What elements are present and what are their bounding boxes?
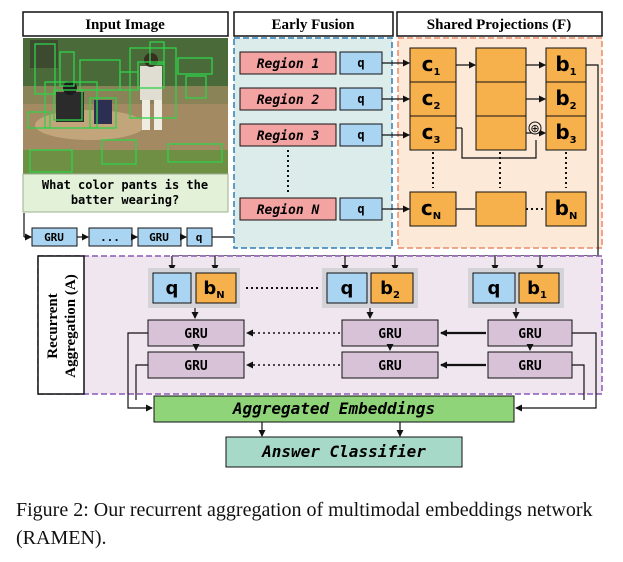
agg-b1-b-label: b1 — [527, 278, 547, 301]
early-fusion-title: Early Fusion — [272, 17, 356, 33]
agg-b2-q-label: q — [341, 278, 354, 299]
agg-b1-q-label: q — [488, 278, 501, 299]
region-proposal-boxes — [27, 41, 223, 173]
region-3-q-label: q — [357, 128, 364, 142]
aggregation-input-b2: q b2 — [322, 268, 418, 308]
recurrent-title-box — [37, 255, 85, 395]
gru-2-2-label: GRU — [378, 359, 402, 374]
input-to-gru-arrows — [191, 308, 520, 319]
input-image-title-box — [22, 11, 229, 37]
region-1-label: Region 1 — [257, 57, 320, 72]
input-image — [23, 38, 228, 174]
aggregated-embeddings-label: Aggregated Embeddings — [232, 399, 435, 418]
projection-b-column: b1 b2 b3 bN — [545, 47, 587, 227]
question-encoder: GRU ... GRU q — [23, 213, 362, 247]
embeddings-to-classifier-arrows — [258, 422, 404, 437]
fusion-row-n: Region N q — [239, 197, 383, 221]
ramen-architecture-diagram: Input Image Early Fusion Shared Projecti… — [22, 11, 603, 468]
aggregation-input-b1: q b1 — [468, 268, 564, 308]
fusion-row-1: Region 1 q — [239, 51, 383, 75]
gru-1-2-label: GRU — [378, 327, 402, 342]
gru-recurrent-arrows — [192, 329, 534, 369]
encoder-gru-1-label: GRU — [44, 231, 64, 244]
region-3-label: Region 3 — [257, 129, 320, 144]
aggregation-input-bn: q bN — [148, 268, 240, 308]
c2-label: c2 — [422, 86, 441, 112]
gru-output-arrows — [127, 332, 597, 412]
gru-layer-1: GRU GRU GRU — [147, 319, 573, 347]
answer-classifier-label: Answer Classifier — [261, 442, 426, 461]
gru-1-1-label: GRU — [184, 327, 208, 342]
projection-c-column: c1 c2 c3 cN — [409, 47, 457, 227]
encoder-ellipsis-label: ... — [100, 231, 120, 244]
region-n-label: Region N — [257, 203, 320, 218]
region-1-q-label: q — [357, 56, 364, 70]
fusion-to-projection-arrows — [382, 59, 410, 213]
agg-bn-b-label: bN — [203, 278, 224, 301]
question-line-2: batter wearing? — [71, 193, 179, 207]
question-line-1: What color pants is the — [42, 178, 208, 192]
cn-label: cN — [421, 196, 441, 222]
encoder-gru-2-label: GRU — [149, 231, 169, 244]
b3-label: b3 — [555, 120, 576, 146]
bn-label: bN — [555, 196, 578, 222]
figure-caption: Figure 2: Our recurrent aggregation of m… — [16, 499, 593, 549]
b1-label: b1 — [555, 52, 576, 78]
c1-label: c1 — [422, 52, 441, 78]
fusion-row-2: Region 2 q — [239, 87, 383, 111]
fusion-row-3: Region 3 q — [239, 123, 383, 147]
region-2-label: Region 2 — [257, 93, 320, 108]
region-2-q-label: q — [357, 92, 364, 106]
projection-hidden-column — [475, 47, 527, 227]
early-fusion-title-box — [233, 11, 394, 37]
gru-2-3-label: GRU — [518, 359, 542, 374]
recurrent-title-line-1: Recurrent — [45, 293, 61, 359]
gru-1-3-label: GRU — [518, 327, 542, 342]
region-n-q-label: q — [357, 202, 364, 216]
shared-projections-title: Shared Projections (F) — [427, 17, 571, 33]
recurrent-title-line-2: Aggregation (A) — [63, 274, 79, 377]
question-box — [22, 173, 229, 213]
answer-classifier-box — [225, 436, 463, 468]
agg-b2-b-label: b2 — [380, 278, 400, 301]
shared-projections-title-box — [396, 11, 603, 37]
gru-2-1-label: GRU — [184, 359, 208, 374]
oplus-symbol: ⊕ — [530, 122, 539, 135]
input-image-title: Input Image — [85, 17, 165, 33]
encoder-q-label: q — [196, 231, 203, 244]
elementwise-sum-icon — [528, 121, 542, 135]
c3-label: c3 — [422, 120, 441, 146]
gru-layer-2: GRU GRU GRU — [147, 351, 573, 379]
agg-bn-q-label: q — [166, 278, 179, 299]
b2-label: b2 — [555, 86, 576, 112]
aggregated-embeddings-box — [153, 395, 515, 423]
